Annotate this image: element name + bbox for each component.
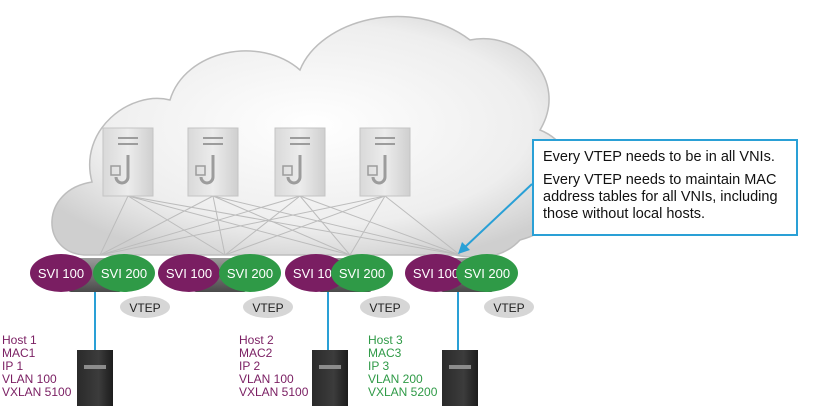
server-icon <box>312 350 348 406</box>
callout-line-vni: Every VTEP needs to be in all VNIs. <box>543 149 775 165</box>
svi-100-label: SVI 100 <box>166 266 212 281</box>
host-vxlan: VXLAN 5200 <box>368 385 438 399</box>
leaf-switch: SVI 100 SVI 200 VTEP <box>285 254 410 318</box>
server-icon <box>77 350 113 406</box>
svi-200-label: SVI 200 <box>464 266 510 281</box>
spine-switch <box>187 127 239 197</box>
svi-200-bubble <box>331 254 393 292</box>
spine-switch <box>274 127 326 197</box>
host-vlan: VLAN 100 <box>239 372 294 386</box>
svi-100-bubble <box>158 254 220 292</box>
svi-100-bubble <box>285 254 347 292</box>
vtep-label: VTEP <box>369 301 400 315</box>
vtep-badge <box>360 296 410 318</box>
fabric-links <box>99 195 461 256</box>
svi-200-label: SVI 200 <box>339 266 385 281</box>
host-mac: MAC3 <box>368 346 402 360</box>
callout-pointer <box>458 183 533 254</box>
svi-200-bubble <box>219 254 281 292</box>
svi-100-label: SVI 100 <box>293 266 339 281</box>
host-ip: IP 2 <box>239 359 261 373</box>
vtep-requirement-callout: Every VTEP needs to be in all VNIs. Ever… <box>532 139 798 236</box>
host-1-label: Host 1 MAC1 IP 1 VLAN 100 VXLAN 5100 <box>2 334 71 399</box>
svi-200-label: SVI 200 <box>227 266 273 281</box>
svi-100-label: SVI 100 <box>38 266 84 281</box>
host-vxlan: VXLAN 5100 <box>2 385 72 399</box>
vtep-label: VTEP <box>493 301 524 315</box>
host-vlan: VLAN 200 <box>368 372 423 386</box>
svi-100-bubble <box>405 254 467 292</box>
vtep-label: VTEP <box>129 301 160 315</box>
vtep-badge <box>120 296 170 318</box>
host-name: Host 2 <box>239 333 274 347</box>
leaf-switch: SVI 100 SVI 200 VTEP <box>158 254 293 318</box>
host-links <box>94 290 459 350</box>
callout-line-mac: Every VTEP needs to maintain MAC address… <box>543 172 778 222</box>
host-ip: IP 3 <box>368 359 390 373</box>
host-name: Host 3 <box>368 333 403 347</box>
leaf-switch: SVI 100 SVI 200 VTEP <box>405 254 534 318</box>
svi-100-label: SVI 100 <box>413 266 459 281</box>
host-vxlan: VXLAN 5100 <box>239 385 309 399</box>
host-vlan: VLAN 100 <box>2 372 57 386</box>
svi-200-label: SVI 200 <box>101 266 147 281</box>
spine-switch <box>102 127 154 197</box>
spine-switches <box>102 127 411 197</box>
leaf-switch: SVI 100 SVI 200 VTEP <box>30 254 170 318</box>
host-mac: MAC1 <box>2 346 36 360</box>
server-icon <box>442 350 478 406</box>
host-3-label: Host 3 MAC3 IP 3 VLAN 200 VXLAN 5200 <box>368 334 437 399</box>
vtep-badge <box>243 296 293 318</box>
host-ip: IP 1 <box>2 359 24 373</box>
svi-200-bubble <box>456 254 518 292</box>
host-mac: MAC2 <box>239 346 273 360</box>
vtep-badge <box>484 296 534 318</box>
svi-100-bubble <box>30 254 92 292</box>
svi-200-bubble <box>93 254 155 292</box>
host-name: Host 1 <box>2 333 37 347</box>
vtep-label: VTEP <box>252 301 283 315</box>
spine-switch <box>359 127 411 197</box>
host-2-label: Host 2 MAC2 IP 2 VLAN 100 VXLAN 5100 <box>239 334 308 399</box>
